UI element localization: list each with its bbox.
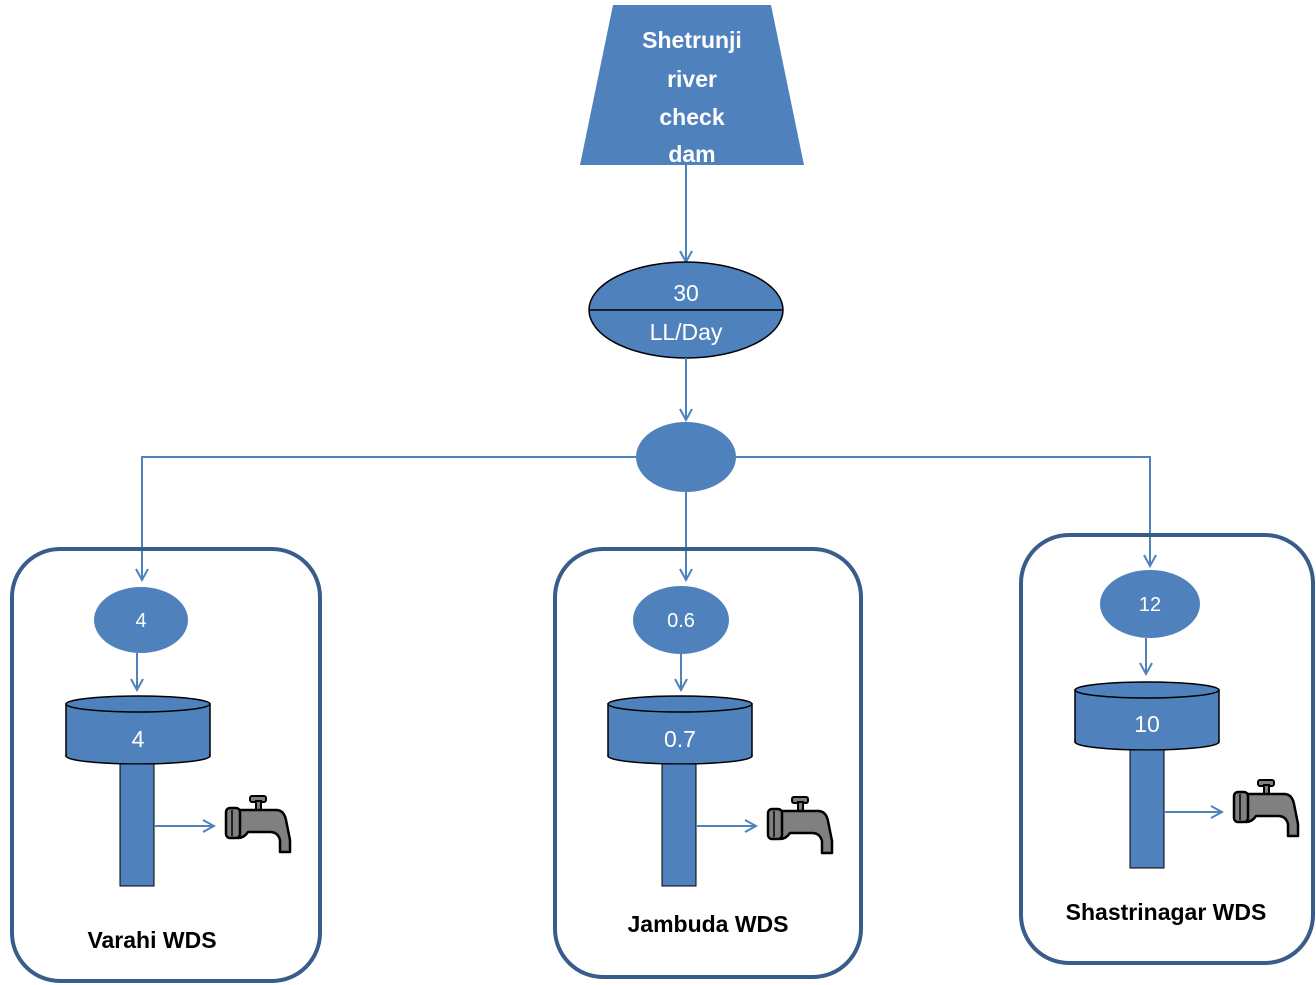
water-tap-icon (224, 794, 292, 854)
storage-value: 10 (1134, 711, 1160, 737)
main-flow-value: 30 (673, 280, 699, 306)
stand-pipe (119, 763, 155, 887)
storage-value: 4 (132, 726, 145, 752)
station-box (1019, 533, 1315, 965)
station-flow-node (633, 586, 729, 654)
station-name: Jambuda WDS (627, 911, 788, 937)
arrow-junction-to-varahi (142, 456, 636, 580)
water-tap-icon (766, 795, 834, 855)
water-tap-icon (1232, 778, 1300, 838)
station-flow-value: 0.6 (667, 610, 695, 632)
station-box (10, 547, 322, 983)
station-flow-value: 4 (135, 610, 146, 632)
main-flow-unit: LL/Day (650, 319, 723, 345)
source-check-dam: Shetrunji river check dam (580, 5, 804, 167)
source-label-line-3: check (659, 104, 724, 130)
station-varahi: 4 4 Varahi WDS (10, 547, 322, 983)
station-flow-value: 12 (1139, 594, 1161, 616)
station-box (553, 547, 863, 979)
arrow-junction-to-shastrinagar (736, 456, 1150, 566)
station-name: Shastrinagar WDS (1066, 899, 1267, 925)
source-label-line-2: river (667, 66, 717, 92)
stand-pipe (1129, 749, 1165, 869)
source-label-line-4: dam (668, 141, 715, 167)
station-flow-node (1100, 570, 1200, 638)
station-name: Varahi WDS (87, 927, 216, 953)
station-jambuda: 0.6 0.7 Jambuda WDS (553, 547, 863, 979)
station-flow-node (94, 587, 188, 653)
station-shastrinagar: 12 10 Shastrinagar WDS (1019, 533, 1315, 965)
stand-pipe (661, 763, 697, 887)
storage-value: 0.7 (664, 726, 696, 752)
junction-node (636, 422, 736, 492)
source-label-line-1: Shetrunji (642, 27, 742, 53)
main-flow-node: 30 LL/Day (588, 261, 784, 359)
